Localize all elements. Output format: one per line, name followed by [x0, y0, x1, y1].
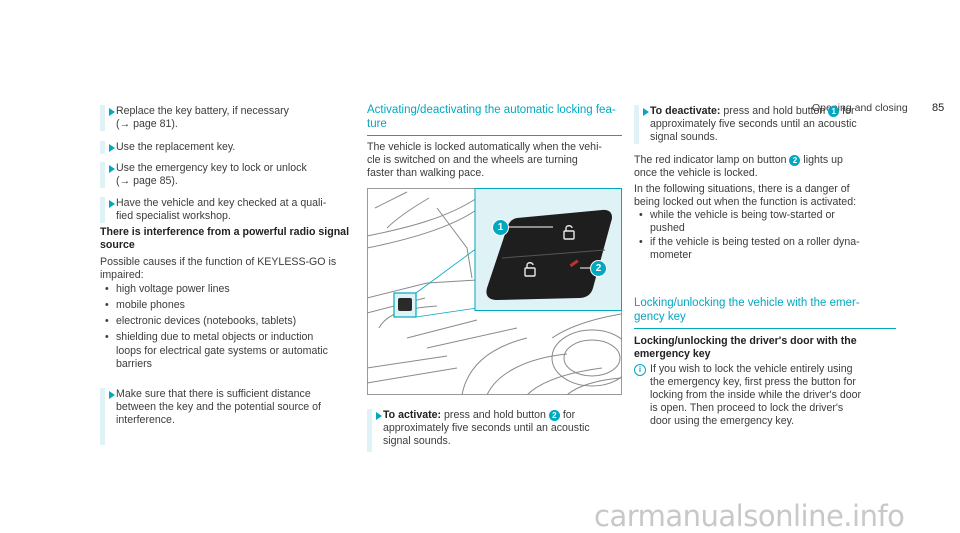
step-text: signal sounds. — [650, 131, 718, 144]
step-text: Have the vehicle and key checked at a qu… — [116, 197, 327, 209]
intro-text: impaired: — [100, 269, 144, 282]
step-text-fragment: for — [559, 409, 576, 421]
note-text: door using the emergency key. — [650, 415, 795, 428]
body-text: In the following situations, there is a … — [634, 183, 850, 196]
step-arrow-icon — [109, 108, 115, 116]
step-text-fragment: press and hold button — [441, 409, 549, 421]
automatic-locking-text: The vehicle is locked automatically when… — [367, 141, 622, 180]
step-replace-battery: Replace the key battery, if necessary (→… — [100, 105, 356, 132]
body-text-fragment: The red indicator lamp on button — [634, 154, 790, 166]
step-text: Use the emergency key to lock or unlock — [116, 162, 307, 174]
note-text: is open. Then proceed to lock the driver… — [650, 402, 844, 415]
step-arrow-icon — [109, 391, 115, 399]
step-deactivate: To deactivate: press and hold button 1 f… — [634, 105, 895, 145]
body-text: being locked out when the function is ac… — [634, 196, 857, 209]
section-heading: ture — [367, 117, 622, 136]
step-text: signal sounds. — [383, 435, 451, 448]
step-page-link[interactable]: (→ page 81). — [116, 118, 178, 131]
step-emergency-key: Use the emergency key to lock or unlock … — [100, 162, 356, 189]
list-item-text: if the vehicle is being tested on a roll… — [650, 235, 860, 248]
step-text: To deactivate: press and hold button 1 f… — [650, 105, 895, 118]
body-text: The red indicator lamp on button 2 light… — [634, 154, 896, 167]
section-heading: source — [100, 239, 135, 251]
unlock-icon — [524, 262, 536, 277]
note-text: locking from the inside while the driver… — [650, 389, 862, 402]
step-arrow-icon — [109, 144, 115, 152]
step-arrow-icon — [376, 412, 382, 420]
body-text: once the vehicle is locked. — [634, 167, 758, 180]
deactivate-label: To deactivate: — [650, 105, 721, 117]
button-ref-badge: 1 — [828, 106, 840, 117]
callout-badge-2: 2 — [590, 260, 607, 277]
activate-label: To activate: — [383, 409, 442, 421]
subsection-heading: emergency key — [634, 348, 711, 360]
interference-section: There is interference from a powerful ra… — [100, 226, 352, 371]
door-panel-illustration — [367, 188, 622, 395]
red-indicator-lamp — [569, 259, 579, 268]
body-text-fragment: lights up — [800, 154, 843, 166]
callout-badge-1: 1 — [492, 219, 509, 236]
list-item: shielding due to metal objects or induct… — [100, 331, 352, 370]
list-item-text: shielding due to metal objects or induct… — [116, 331, 314, 344]
intro-text: Possible causes if the function of KEYLE… — [100, 256, 337, 268]
section-heading: There is interference from a powerful ra… — [100, 226, 350, 238]
step-text: Make sure that there is sufficient dista… — [116, 388, 311, 400]
list-item-text: mometer — [650, 248, 692, 261]
step-replacement-key: Use the replacement key. — [100, 141, 356, 155]
note-text: If you wish to lock the vehicle entirely… — [650, 363, 853, 375]
step-text: To activate: press and hold button 2 for — [383, 409, 623, 422]
emergency-key-heading: Locking/unlocking the vehicle with the e… — [634, 296, 896, 329]
step-text-fragment: for — [839, 105, 855, 117]
step-arrow-icon — [643, 108, 649, 116]
step-page-link[interactable]: (→ page 85). — [116, 175, 178, 188]
body-text: cle is switched on and the wheels are tu… — [367, 154, 578, 167]
step-text: interference. — [116, 414, 175, 427]
causes-list: high voltage power lines mobile phones e… — [100, 283, 352, 371]
section-heading: gency key — [634, 310, 896, 329]
lock-icon — [563, 225, 575, 240]
step-arrow-icon — [109, 200, 115, 208]
subsection-heading: Locking/unlocking the driver's door with… — [634, 335, 857, 347]
list-item-text: loops for electrical gate systems or aut… — [116, 344, 328, 357]
list-item-text: pushed — [650, 222, 685, 235]
danger-list: while the vehicle is being tow-started o… — [634, 209, 896, 261]
driver-door-section: Locking/unlocking the driver's door with… — [634, 335, 896, 428]
list-item-text: while the vehicle is being tow-started o… — [650, 209, 835, 222]
step-text: fied specialist workshop. — [116, 210, 231, 223]
list-item: while the vehicle is being tow-started o… — [634, 209, 896, 235]
step-text: Replace the key battery, if necessary — [116, 105, 289, 117]
step-distance: Make sure that there is sufficient dista… — [100, 388, 356, 446]
lamp-text: The red indicator lamp on button 2 light… — [634, 154, 896, 262]
body-text: faster than walking pace. — [367, 167, 485, 180]
section-heading: Activating/deactivating the automatic lo… — [367, 104, 616, 116]
step-activate: To activate: press and hold button 2 for… — [367, 409, 623, 453]
button-ref-badge: 2 — [548, 410, 560, 421]
info-icon: i — [634, 364, 646, 376]
list-item-text: barriers — [116, 357, 152, 370]
automatic-locking-heading: Activating/deactivating the automatic lo… — [367, 103, 622, 136]
note-text: the emergency key, first press the butto… — [650, 376, 856, 389]
section-heading: Locking/unlocking the vehicle with the e… — [634, 297, 860, 309]
step-text: approximately five seconds until an acou… — [383, 422, 590, 435]
list-item: electronic devices (notebooks, tablets) — [100, 315, 352, 328]
button-ref-badge: 2 — [789, 155, 801, 166]
list-item: mobile phones — [100, 299, 352, 312]
step-text: between the key and the potential source… — [116, 401, 321, 414]
watermark: carmanualsonline.info — [594, 499, 905, 533]
list-item: if the vehicle is being tested on a roll… — [634, 236, 896, 262]
list-item: high voltage power lines — [100, 283, 352, 296]
step-workshop: Have the vehicle and key checked at a qu… — [100, 197, 356, 224]
step-arrow-icon — [109, 165, 115, 173]
info-note: i If you wish to lock the vehicle entire… — [634, 363, 896, 428]
step-text: Use the replacement key. — [116, 141, 236, 153]
step-text: approximately five seconds until an acou… — [650, 118, 857, 131]
step-text-fragment: press and hold button — [720, 105, 829, 117]
body-text: The vehicle is locked automatically when… — [367, 141, 602, 153]
page-number: 85 — [932, 102, 945, 114]
